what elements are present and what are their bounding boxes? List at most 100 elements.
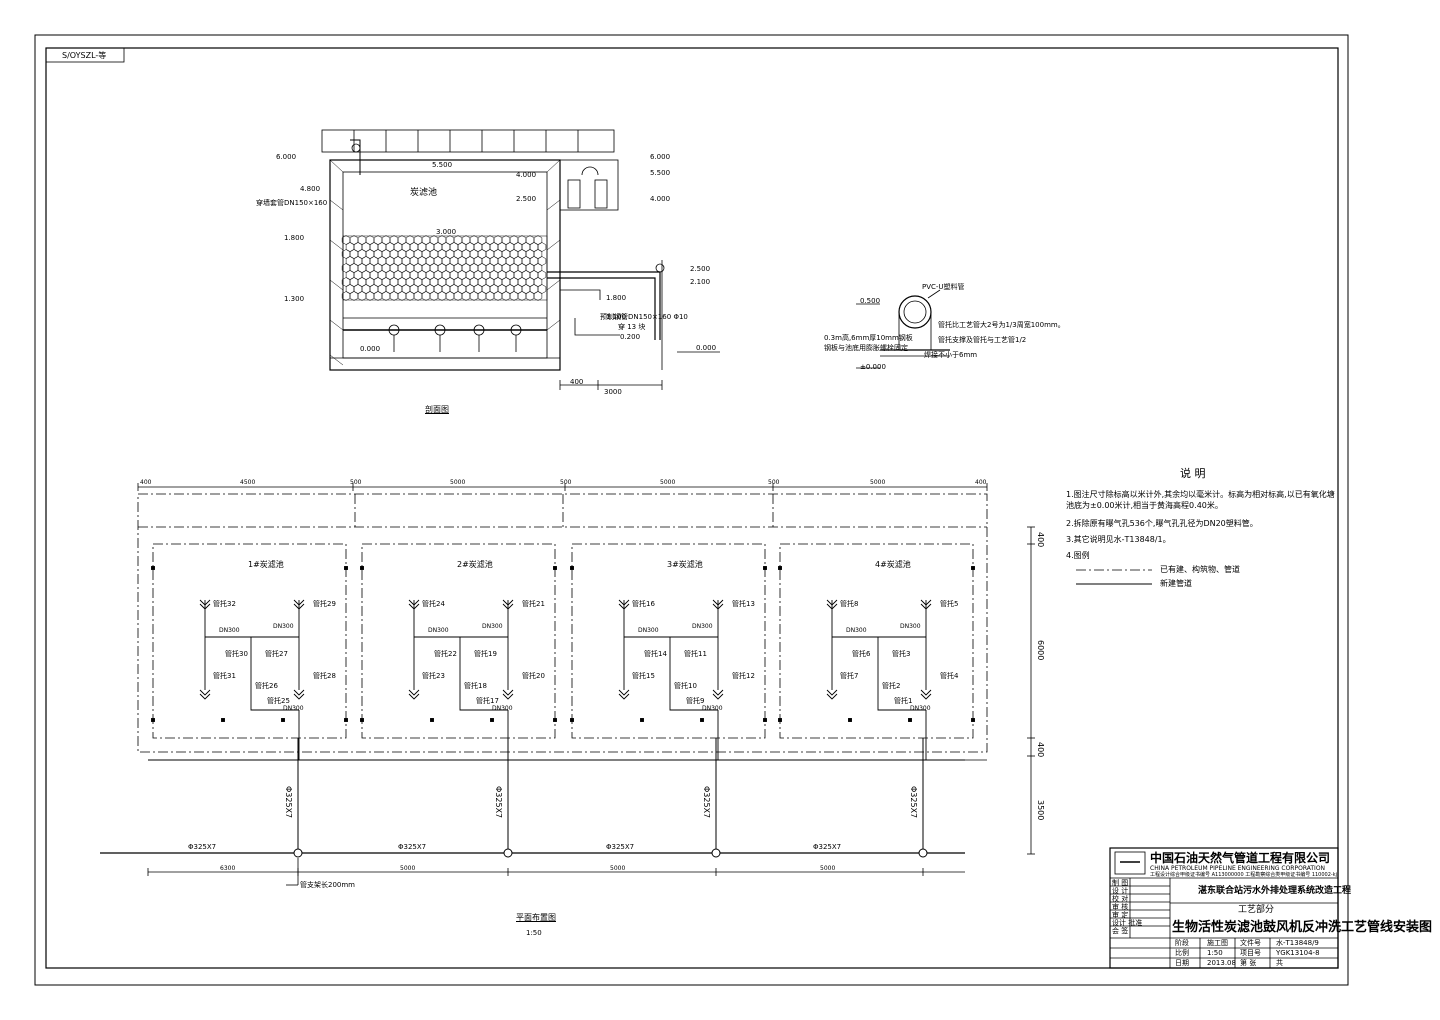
pipe-support-tag: 管托13 — [732, 600, 755, 608]
media-hex — [429, 291, 439, 301]
header-pipe-label: Φ325X7 — [398, 843, 427, 851]
riser-node — [711, 848, 721, 858]
header-pipe-label: Φ325X7 — [606, 843, 635, 851]
media-hex — [349, 291, 359, 301]
tank-pipe-network — [570, 566, 767, 760]
wall-marker — [848, 718, 852, 722]
media-hex — [533, 249, 543, 259]
pipe-support-tag: 管托24 — [422, 600, 445, 608]
top-dim: 5000 — [870, 479, 886, 486]
wall-marker — [778, 718, 782, 722]
sheet-code-box — [45, 47, 125, 63]
tank-name: 1#炭滤池 — [248, 560, 284, 569]
pipe-support-tag: 管托18 — [464, 682, 487, 690]
wall-marker — [553, 566, 557, 570]
dim-3000: 3000 — [604, 388, 622, 396]
media-hex — [537, 242, 547, 252]
bottom-dim: 5000 — [820, 865, 836, 872]
plan-bottom-note: 管支架长200mm — [300, 881, 355, 889]
pipe-support-tag: 管托20 — [522, 672, 545, 680]
top-dim: 5000 — [660, 479, 676, 486]
note-3: 3.其它说明见水-T13848/1。 — [1066, 535, 1171, 544]
pipe-support-tag: 管托8 — [840, 600, 859, 608]
elev-4800: 4.800 — [300, 185, 321, 193]
pipe-support-tag: 管托14 — [644, 650, 667, 658]
dn-label: DN300 — [692, 623, 713, 630]
media-hex — [461, 291, 471, 301]
detail-note-4: 钢板与池底用膨胀螺栓固定 — [824, 344, 908, 352]
diffuser-symbol — [199, 599, 211, 610]
diffuser-symbol — [408, 689, 420, 700]
meta-date-label: 日期 — [1175, 959, 1189, 967]
media-hex — [357, 291, 367, 301]
top-dim: 4500 — [240, 479, 256, 486]
bottom-dim: 5000 — [610, 865, 626, 872]
media-hex — [477, 291, 487, 301]
title-block-frame — [1109, 847, 1339, 969]
top-dim: 500 — [350, 479, 362, 486]
top-dim: 400 — [975, 479, 987, 486]
pipe-support-tag: 管托12 — [732, 672, 755, 680]
pipe-support-tag: 管托17 — [476, 697, 499, 705]
media-hex — [533, 277, 543, 287]
wall-marker — [908, 718, 912, 722]
media-hex — [533, 291, 543, 301]
pipe-support-tag: 管托3 — [892, 650, 911, 658]
right-mark-1: 6.000 — [650, 153, 671, 161]
diffuser-symbol — [712, 599, 724, 610]
diffuser-symbol — [712, 689, 724, 700]
wall-marker — [281, 718, 285, 722]
section-tank-label: 炭滤池 — [410, 188, 438, 198]
pipe-support-tag: 管托2 — [882, 682, 901, 690]
media-hex — [533, 263, 543, 273]
role-label: 审 定 — [1112, 911, 1129, 919]
meta-project-no: YGK13104-8 — [1276, 949, 1320, 957]
wall-marker — [640, 718, 644, 722]
elev-0000: 0.000 — [360, 345, 381, 353]
company-name-en: CHINA PETROLEUM PIPELINE ENGINEERING COR… — [1150, 865, 1326, 872]
elev-0000b: 0.000 — [696, 344, 717, 352]
pipe-support-tag: 管托21 — [522, 600, 545, 608]
sheet-code: S/OYSZL-等 — [62, 51, 107, 60]
diffuser-symbol — [293, 689, 305, 700]
right-mark-3: 4.000 — [650, 195, 671, 203]
side-label-2: 穿 13 块 — [618, 323, 646, 331]
wall-marker — [553, 718, 557, 722]
media-hex — [373, 291, 383, 301]
dn-label: DN300 — [846, 627, 867, 634]
pipe-support-tag: 管托30 — [225, 650, 248, 658]
diffuser-symbol — [618, 599, 630, 610]
detail-note-1: 管托比工艺管大2号为1/3周宽100mm。 — [938, 321, 1065, 329]
meta-file: 水-T13848/9 — [1276, 939, 1319, 947]
elev-1800b: 1.800 — [606, 294, 627, 302]
diffuser-symbol — [408, 599, 420, 610]
media-hex — [501, 291, 511, 301]
elev-2500b: 2.500 — [690, 265, 711, 273]
diffuser-symbol — [826, 599, 838, 610]
notes-heading: 说 明 — [1180, 467, 1206, 480]
plan-view — [100, 483, 1035, 886]
pipe-support-tag: 管托9 — [686, 697, 705, 705]
tank-pipe-network — [360, 566, 557, 760]
meta-page: 共 — [1276, 959, 1283, 967]
media-hex — [525, 291, 535, 301]
elev-1300: 1.300 — [284, 295, 305, 303]
dim-400: 400 — [570, 378, 584, 386]
elev-4000: 4.000 — [516, 171, 537, 179]
media-hex — [397, 291, 407, 301]
role-label: 审 核 — [1112, 903, 1129, 911]
media-hex — [533, 235, 543, 245]
media-hex — [405, 291, 415, 301]
wall-marker — [763, 566, 767, 570]
media-hex — [537, 256, 547, 266]
legend-lines — [1076, 569, 1152, 585]
bottom-dim: 6300 — [220, 865, 236, 872]
legend-existing: 已有建、构筑物、管道 — [1160, 565, 1240, 574]
dn-label: DN300 — [900, 623, 921, 630]
wall-marker — [971, 566, 975, 570]
pipe-support-detail — [856, 289, 950, 369]
elev-1800: 1.800 — [284, 234, 305, 242]
dn-label: DN300 — [482, 623, 503, 630]
tank-name: 3#炭滤池 — [667, 560, 703, 569]
